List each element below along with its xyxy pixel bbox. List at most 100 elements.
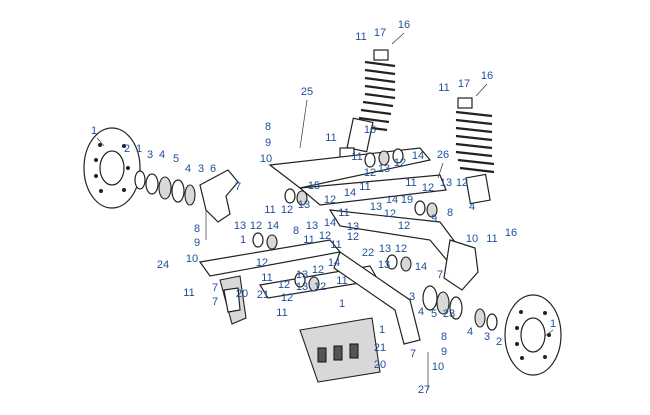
callout-17-c-17a: 17 xyxy=(374,27,386,39)
callout-10-c-10b: 10 xyxy=(466,233,478,245)
callout-11-c-11b: 11 xyxy=(438,82,449,94)
callout-16-c-16b: 16 xyxy=(481,70,493,82)
callout-13-c-13i: 13 xyxy=(296,269,308,281)
callout-12-c-12k: 12 xyxy=(319,230,331,242)
callout-11-c-11f: 11 xyxy=(359,181,370,193)
callout-4-c-4b: 4 xyxy=(185,163,191,175)
callout-8-c-8e: 8 xyxy=(441,331,447,343)
callout-11-c-11m: 11 xyxy=(336,275,347,287)
callout-11-c-11e: 11 xyxy=(405,177,416,189)
callout-12-c-12a: 12 xyxy=(364,167,376,179)
left-knuckle xyxy=(199,169,239,240)
callout-13-c-13a: 13 xyxy=(378,163,390,175)
callout-11-c-11n: 11 xyxy=(183,287,194,299)
right-shock-absorber xyxy=(455,97,495,205)
callout-17-c-17b: 17 xyxy=(458,78,470,90)
callout-3-c-3d: 3 xyxy=(484,331,490,343)
callout-7-c-7e: 7 xyxy=(410,348,416,360)
callout-10-c-10a: 10 xyxy=(260,153,272,165)
callout-14-c-14b: 14 xyxy=(344,187,356,199)
callout-11-c-11d: 11 xyxy=(351,151,362,163)
callout-13-c-13d: 13 xyxy=(370,201,382,213)
callout-1-c-1f: 1 xyxy=(550,318,556,330)
callout-12-c-12h: 12 xyxy=(347,231,359,243)
callout-12-c-12l: 12 xyxy=(395,243,407,255)
callout-1-c-1b: 1 xyxy=(136,143,142,155)
callout-12-c-12j: 12 xyxy=(250,220,262,232)
callout-12-c-12e: 12 xyxy=(324,194,336,206)
callout-11-c-11o: 11 xyxy=(276,307,287,319)
callout-20-c-20b: 20 xyxy=(374,359,386,371)
callout-12-c-12c: 12 xyxy=(422,182,434,194)
callout-14-c-14c: 14 xyxy=(386,194,398,206)
left-skid-plate xyxy=(219,275,247,325)
callout-8-c-8b: 8 xyxy=(447,207,453,219)
left-brake-disc xyxy=(83,127,141,209)
callout-10-c-10c: 10 xyxy=(186,253,198,265)
callout-11-c-11i: 11 xyxy=(303,234,314,246)
callout-13-c-13c: 13 xyxy=(298,199,310,211)
leader-lines xyxy=(96,32,554,390)
callout-13-c-13e: 13 xyxy=(347,221,359,233)
bushing-clusters xyxy=(252,148,438,292)
callout-12-c-12o: 12 xyxy=(278,279,290,291)
callout-12-c-12d: 12 xyxy=(456,177,468,189)
callout-5-c-5b: 5 xyxy=(431,308,437,320)
callout-9-c-9a: 9 xyxy=(265,137,271,149)
callout-8-c-8a: 8 xyxy=(265,121,271,133)
callout-11-c-11a: 11 xyxy=(355,31,366,43)
callout-19-c-19: 19 xyxy=(401,194,413,206)
callout-11-c-11h: 11 xyxy=(338,207,349,219)
callout-16-c-16a: 16 xyxy=(398,19,410,31)
callout-21-c-21b: 21 xyxy=(374,342,386,354)
callout-14-c-14a: 14 xyxy=(412,150,424,162)
callout-1-c-1d: 1 xyxy=(339,298,345,310)
callout-13-c-13h: 13 xyxy=(379,243,391,255)
callout-12-c-12f: 12 xyxy=(281,204,293,216)
callout-8-c-8c: 8 xyxy=(194,223,200,235)
callout-9-c-9b: 9 xyxy=(431,213,437,225)
callout-2-c-2a: 2 xyxy=(124,143,130,155)
callout-26-c-26: 26 xyxy=(437,149,449,161)
right-brake-disc xyxy=(504,294,562,376)
callout-4-c-4c: 4 xyxy=(469,201,475,213)
callout-20-c-20a: 20 xyxy=(236,288,248,300)
callout-2-c-2b: 2 xyxy=(496,336,502,348)
right-knuckle xyxy=(443,239,479,291)
callout-7-c-7b: 7 xyxy=(437,269,443,281)
callout-12-c-12q: 12 xyxy=(281,292,293,304)
callout-11-c-11j: 11 xyxy=(486,233,497,245)
callout-11-c-11c: 11 xyxy=(325,132,336,144)
callout-4-c-4d: 4 xyxy=(418,306,424,318)
callout-12-c-12p: 12 xyxy=(314,281,326,293)
callout-12-c-12b: 12 xyxy=(394,157,406,169)
callout-1-c-1a: 1 xyxy=(91,125,97,137)
callout-9-c-9d: 9 xyxy=(441,346,447,358)
callout-14-c-14g: 14 xyxy=(415,261,427,273)
right-hub-stack xyxy=(422,285,498,331)
callout-25-c-25: 25 xyxy=(301,86,313,98)
callout-13-c-13b: 13 xyxy=(440,177,452,189)
callout-13-c-13g: 13 xyxy=(306,220,318,232)
callout-27-c-27: 27 xyxy=(418,384,430,396)
callout-11-c-11g: 11 xyxy=(264,204,275,216)
callout-14-c-14f: 14 xyxy=(328,257,340,269)
callout-4-c-4a: 4 xyxy=(159,149,165,161)
left-shock-absorber xyxy=(339,49,396,163)
callout-7-c-7a: 7 xyxy=(235,181,241,193)
callout-15-c-15: 15 xyxy=(308,180,320,192)
callout-23-c-23: 23 xyxy=(443,308,455,320)
callout-21-c-21a: 21 xyxy=(257,289,269,301)
callout-14-c-14e: 14 xyxy=(324,217,336,229)
callout-14-c-14d: 14 xyxy=(267,220,279,232)
callout-7-c-7d: 7 xyxy=(212,296,218,308)
callout-13-c-13j: 13 xyxy=(378,259,390,271)
callout-13-c-13k: 13 xyxy=(296,281,308,293)
callout-11-c-11k: 11 xyxy=(330,239,341,251)
callout-12-c-12i: 12 xyxy=(398,220,410,232)
callout-22-c-22: 22 xyxy=(362,247,374,259)
callout-11-c-11l: 11 xyxy=(261,272,272,284)
